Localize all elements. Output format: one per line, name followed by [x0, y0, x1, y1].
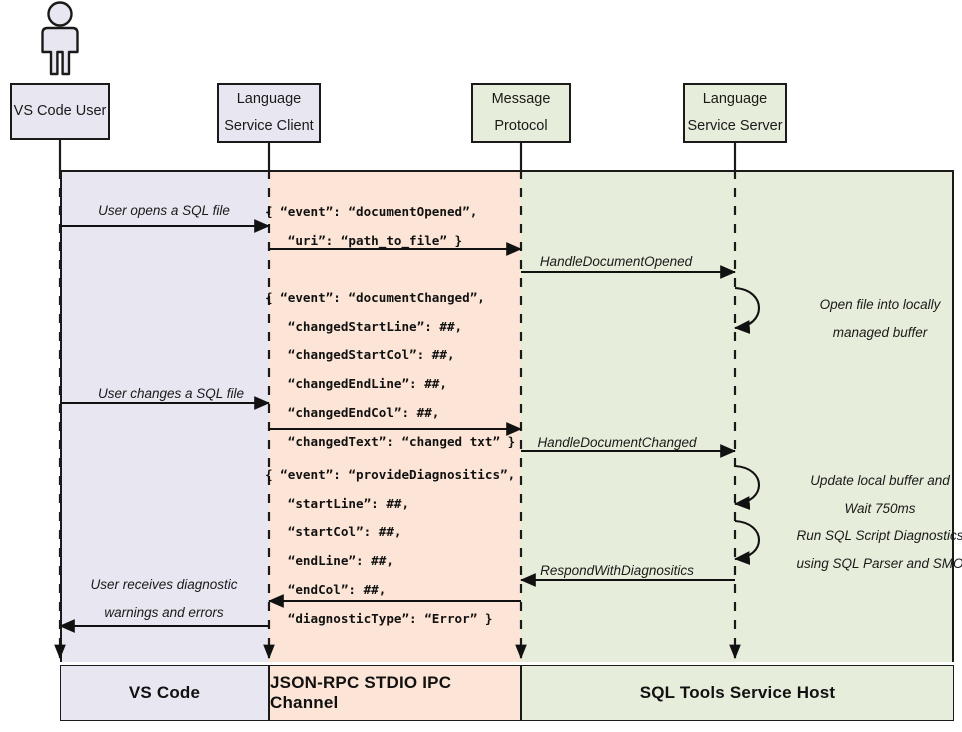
note-open-file-note-line2: managed buffer	[832, 325, 928, 340]
participant-label: Service Client	[224, 118, 314, 134]
participant-label: Message	[491, 91, 551, 108]
label-user-receives-diagnostics-line2: warnings and errors	[104, 605, 224, 620]
self-call-update-buffer-note	[734, 464, 761, 510]
note-run-diagnostics-note-line1: Run SQL Script Diagnostics	[796, 528, 962, 543]
label-user-receives-diagnostics-line1: User receives diagnostic	[90, 577, 238, 592]
provide-diagnositics-payload: { “event”: “provideDiagnositics”, “start…	[265, 467, 516, 626]
label-handle-document-changed: HandleDocumentChanged	[537, 435, 697, 450]
document-opened-payload: { “event”: “documentOpened”, “uri”: “pat…	[265, 204, 478, 248]
participant-label: Language	[236, 91, 302, 108]
self-call-run-diagnostics-note	[734, 519, 761, 565]
participant-label: VS Code User	[13, 103, 107, 120]
label-user-changes-sql-file: User changes a SQL file	[97, 386, 245, 401]
participant-label: Service Server	[687, 118, 783, 134]
actor-person-icon	[41, 1, 79, 76]
ipc-band	[269, 170, 521, 662]
document-changed-payload: { “event”: “documentChanged”, “changedSt…	[265, 290, 516, 449]
label-user-opens-sql-file: User opens a SQL file	[98, 203, 230, 218]
note-run-diagnostics-note-line2: using SQL Parser and SMO	[796, 556, 962, 571]
note-update-buffer-note-line1: Update local buffer and	[810, 473, 950, 488]
label-respond-with-diagnositics: RespondWithDiagnositics	[540, 563, 694, 578]
footer-label: SQL Tools Service Host	[639, 683, 836, 702]
label-handle-document-opened: HandleDocumentOpened	[539, 254, 693, 269]
participant-vs-code-user: VS Code User	[10, 83, 110, 140]
footer-label: JSON-RPC STDIO IPC Channel	[270, 673, 452, 712]
note-update-buffer-note-line2: Wait 750ms	[844, 501, 916, 516]
footer-host: SQL Tools Service Host	[521, 665, 954, 721]
footer-label: VS Code	[128, 683, 201, 702]
participant-label: Language	[702, 91, 768, 108]
footer-vs-code: VS Code	[60, 665, 269, 721]
vs-code-band	[60, 170, 269, 662]
footer-ipc: JSON-RPC STDIO IPC Channel	[269, 665, 521, 721]
participant-label: Protocol	[494, 118, 548, 134]
self-call-open-file-note	[734, 286, 760, 334]
note-open-file-note-line1: Open file into locally	[819, 297, 941, 312]
